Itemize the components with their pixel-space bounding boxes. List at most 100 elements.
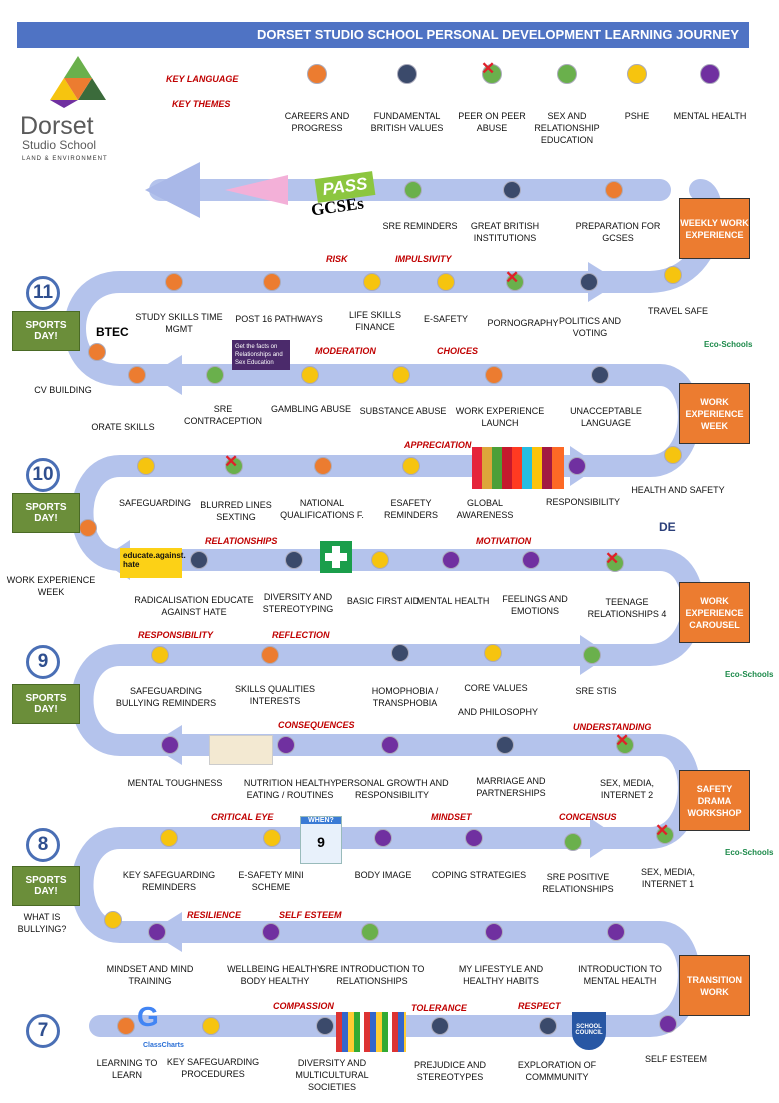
- node-dot-icon: [664, 446, 682, 464]
- node-dot-icon: [160, 829, 178, 847]
- when-label: WHEN?: [301, 817, 341, 824]
- node-dot-icon: [165, 273, 183, 291]
- node-label: POST 16 PATHWAYS: [235, 314, 323, 324]
- node-dot-icon: [503, 181, 521, 199]
- node-label: TEENAGE RELATIONSHIPS 4: [587, 597, 667, 619]
- node-label: WHAT IS BULLYING?: [17, 912, 67, 934]
- key-dot-icon: [397, 64, 417, 84]
- node-dot-icon: [151, 646, 169, 664]
- keyword-label: TOLERANCE: [411, 1003, 467, 1013]
- node-label: PERSONAL GROWTH AND RESPONSIBILITY: [335, 778, 449, 800]
- node-dot-icon: [591, 366, 609, 384]
- keyword-label: UNDERSTANDING: [573, 722, 652, 732]
- node-label: DIVERSITY AND STEREOTYPING: [262, 592, 334, 614]
- logo-tagline: LAND & ENVIRONMENT: [22, 156, 108, 162]
- node-dot-icon: [564, 833, 582, 851]
- weekly-work-experience-box: WEEKLY WORK EXPERIENCE: [679, 198, 750, 259]
- node-label: RADICALISATION EDUCATE AGAINST HATE: [134, 595, 254, 617]
- node-dot-icon: [496, 736, 514, 754]
- keyword-label: RESPONSIBILITY: [138, 630, 214, 640]
- node-dot-icon: [137, 457, 155, 475]
- node-dot-icon: [371, 551, 389, 569]
- node-dot-icon: [442, 551, 460, 569]
- node-dot-icon: [148, 923, 166, 941]
- node-label: NUTRITION HEALTHY EATING / ROUTINES: [243, 778, 337, 800]
- node-dot-icon: [484, 644, 502, 662]
- node-dot-icon: [190, 551, 208, 569]
- node-dot-icon: [522, 551, 540, 569]
- cross-icon: ✕: [655, 821, 670, 840]
- node-label: LEARNING TO LEARN: [96, 1058, 158, 1080]
- node-label: RESPONSIBILITY: [545, 497, 621, 507]
- cross-icon: ✕: [505, 268, 520, 287]
- keyword-label: RELATIONSHIPS: [205, 536, 278, 546]
- node-dot-icon: [392, 366, 410, 384]
- node-dot-icon: [261, 646, 279, 664]
- node-dot-icon: ✕: [224, 453, 243, 475]
- keyword-label: RESPECT: [518, 1001, 561, 1011]
- node-dot-icon: [568, 457, 586, 475]
- global-goals-image: [472, 447, 564, 489]
- node-label: WELLBEING HEALTHY BODY HEALTHY: [227, 964, 323, 986]
- node-label: KEY SAFEGUARDING REMINDERS: [122, 870, 216, 892]
- transition-work-box: TRANSITION WORK: [679, 955, 750, 1016]
- node-label: SELF ESTEEM: [644, 1054, 707, 1064]
- keyword-label: MODERATION: [315, 346, 376, 356]
- safety-drama-workshop-box: SAFETY DRAMA WORKSHOP: [679, 770, 750, 831]
- key-label: PSHE: [624, 111, 650, 121]
- flags-image: [336, 1012, 406, 1052]
- node-label: SUBSTANCE ABUSE: [359, 406, 447, 416]
- key-dot-icon: [307, 64, 327, 84]
- node-label: SRE INTRODUCTION TO RELATIONSHIPS: [319, 964, 425, 986]
- sports-day-image: SPORTS DAY!: [12, 493, 80, 533]
- node-label: MARRIAGE AND PARTNERSHIPS: [476, 776, 546, 798]
- node-dot-icon: ✕: [615, 732, 634, 754]
- node-dot-icon: [262, 923, 280, 941]
- sports-day-image: SPORTS DAY!: [12, 684, 80, 724]
- node-label: GREAT BRITISH INSTITUTIONS: [470, 221, 540, 243]
- node-label: TRAVEL SAFE: [647, 306, 709, 316]
- node-label: BASIC FIRST AID: [346, 596, 420, 606]
- node-dot-icon: [437, 273, 455, 291]
- node-label: STUDY SKILLS TIME MGMT: [135, 312, 223, 334]
- node-dot-icon: [285, 551, 303, 569]
- node-label: SEX, MEDIA, INTERNET 2: [599, 778, 654, 800]
- node-label: MY LIFESTYLE AND HEALTHY HABITS: [458, 964, 544, 986]
- node-label: WORK EXPERIENCE LAUNCH: [455, 406, 545, 428]
- node-label: UNACCEPTABLE LANGUAGE: [570, 406, 642, 428]
- node-dot-icon: [374, 829, 392, 847]
- nutrition-plate-image: [209, 735, 273, 765]
- node-label: ORATE SKILLS: [91, 422, 155, 432]
- node-label: PREPARATION FOR GCSES: [575, 221, 661, 243]
- calendar-icon: WHEN? 9: [300, 816, 342, 864]
- year-8-badge: 8: [26, 828, 60, 862]
- keyword-label: CHOICES: [437, 346, 479, 356]
- node-label: GAMBLING ABUSE: [270, 404, 352, 414]
- node-label: HEALTH AND SAFETY: [631, 485, 725, 495]
- cross-icon: ✕: [605, 549, 620, 568]
- node-label: SAFEGUARDING BULLYING REMINDERS: [115, 686, 217, 708]
- node-label: SRE REMINDERS: [382, 221, 458, 231]
- key-language-label: KEY LANGUAGE: [166, 74, 239, 84]
- node-label: BODY IMAGE: [354, 870, 412, 880]
- node-label: MINDSET AND MIND TRAINING: [106, 964, 194, 986]
- google-logo: G: [137, 1001, 159, 1032]
- key-label: MENTAL HEALTH: [673, 111, 747, 121]
- node-dot-icon: [104, 911, 122, 929]
- node-dot-icon: [605, 181, 623, 199]
- node-dot-icon: [301, 366, 319, 384]
- keyword-label: CRITICAL EYE: [211, 812, 274, 822]
- node-dot-icon: [316, 1017, 334, 1035]
- first-aid-icon: [320, 541, 352, 573]
- node-dot-icon: [485, 923, 503, 941]
- eco-schools-icon: Eco-Schools: [704, 340, 753, 349]
- node-label: BLURRED LINES SEXTING: [200, 500, 272, 522]
- node-label: SRE POSITIVE RELATIONSHIPS: [542, 872, 614, 894]
- node-dot-icon: [580, 273, 598, 291]
- btec-logo: BTEC: [96, 325, 129, 339]
- node-label: SAFEGUARDING: [118, 498, 191, 508]
- logo-subname: Studio School: [22, 138, 97, 152]
- logo-name: Dorset: [20, 112, 94, 140]
- node-label: EXPLORATION OF COMMMUNITY: [517, 1060, 597, 1082]
